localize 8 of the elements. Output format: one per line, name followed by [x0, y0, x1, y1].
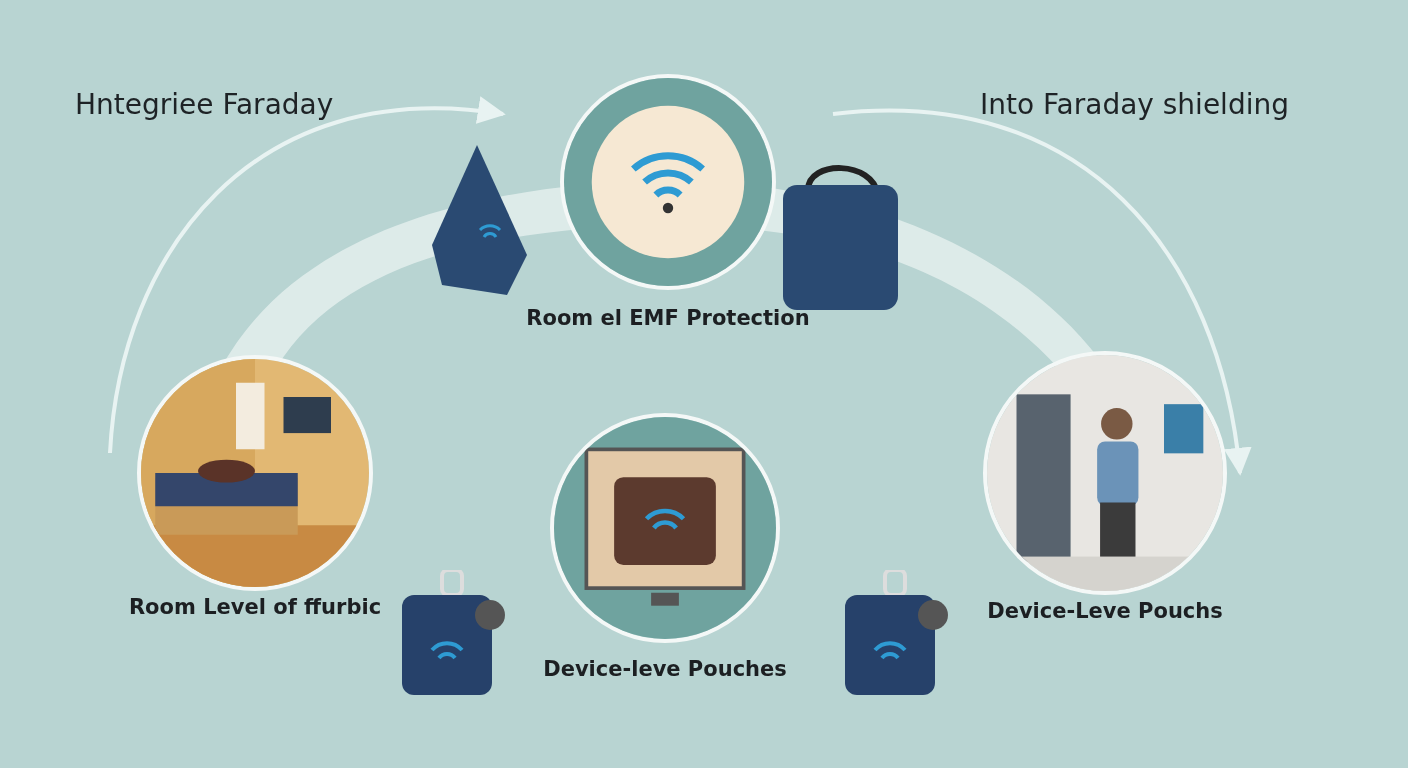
- heading-text: Hntegriee Faraday: [75, 88, 334, 121]
- node-label: Room Level of ffurbic: [127, 595, 383, 619]
- node-label: Device-Leve Pouchs: [986, 599, 1224, 623]
- node-label: Device-leve Pouches: [542, 657, 788, 681]
- curved-arrow: [832, 108, 1251, 476]
- node-label: Room el EMF Protection: [525, 306, 811, 330]
- curved-arrow: [108, 97, 506, 454]
- heading-text: Into Faraday shielding: [980, 88, 1289, 121]
